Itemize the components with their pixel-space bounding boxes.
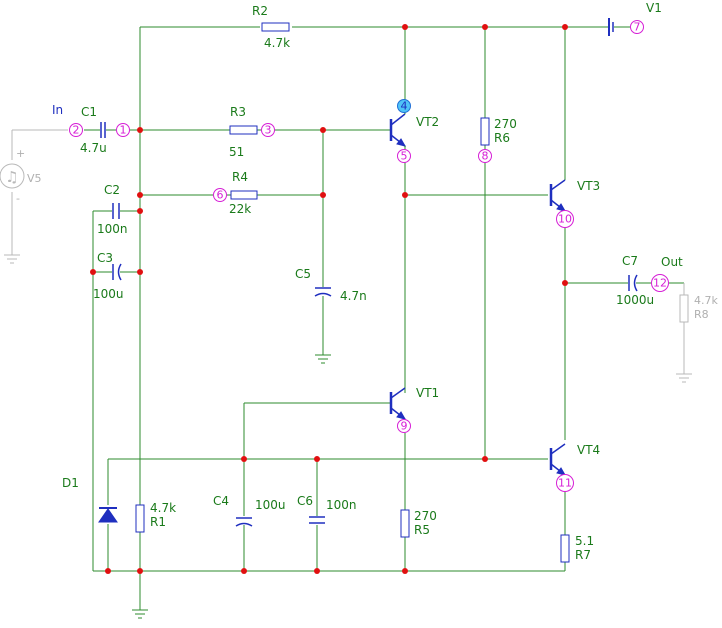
capacitor-c3[interactable]: C3 100u (93, 251, 124, 301)
vt3-ref: VT3 (577, 179, 600, 193)
v5-ref: V5 (27, 172, 42, 185)
c4-ref: C4 (213, 494, 229, 508)
node-9[interactable]: 9 (397, 419, 411, 433)
source-wires (4, 129, 692, 383)
r5-ref: R5 (414, 523, 430, 537)
resistor-r5[interactable]: 270 R5 (400, 509, 437, 538)
d1-ref: D1 (62, 476, 79, 490)
c2-value: 100n (97, 222, 128, 236)
supply-v1[interactable]: V1 (608, 1, 662, 36)
node-2[interactable]: 2 (69, 123, 83, 137)
node-4[interactable]: 4 (397, 99, 411, 113)
c4-value: 100u (255, 498, 286, 512)
ground-symbol (315, 354, 331, 364)
vt1-ref: VT1 (416, 386, 439, 400)
resistor-r2[interactable]: R2 4.7k (252, 4, 290, 50)
svg-text:2: 2 (73, 124, 80, 137)
resistor-r8[interactable]: 4.7k R8 (679, 294, 718, 323)
svg-text:12: 12 (653, 277, 667, 290)
r8-value: 4.7k (694, 294, 718, 307)
r2-ref: R2 (252, 4, 268, 18)
junctions (90, 24, 568, 574)
v5-minus: - (16, 192, 20, 205)
r7-ref: R7 (575, 548, 591, 562)
ground-symbol-main (132, 609, 148, 619)
c7-value: 1000u (616, 293, 654, 307)
c1-value: 4.7u (80, 141, 107, 155)
svg-text:5: 5 (401, 150, 408, 163)
resistor-r7[interactable]: 5.1 R7 (560, 534, 594, 563)
svg-text:1: 1 (120, 124, 127, 137)
node-3[interactable]: 3 (261, 123, 275, 137)
wires (84, 26, 684, 610)
c7-ref: C7 (622, 254, 638, 268)
svg-text:9: 9 (401, 420, 408, 433)
node-7[interactable]: 7 (630, 20, 644, 34)
r2-value: 4.7k (264, 36, 290, 50)
transistor-vt2[interactable]: VT2 (389, 110, 439, 150)
svg-text:3: 3 (265, 124, 272, 137)
transistor-vt4[interactable]: VT4 (549, 443, 600, 476)
v5-plus: + (16, 147, 25, 160)
input-label: In (52, 103, 63, 117)
node-10[interactable]: 10 (556, 210, 574, 228)
r3-ref: R3 (230, 105, 246, 119)
output-label: Out (661, 255, 683, 269)
r6-ref: R6 (494, 131, 510, 145)
capacitor-c7[interactable]: C7 1000u (616, 254, 654, 307)
node-1[interactable]: 1 (116, 123, 130, 137)
c2-ref: C2 (104, 183, 120, 197)
c3-ref: C3 (97, 251, 113, 265)
node-12[interactable]: 12 (651, 274, 669, 292)
svg-text:7: 7 (634, 21, 641, 34)
diode-d1[interactable]: D1 (62, 476, 118, 523)
resistor-r3[interactable]: R3 51 (229, 105, 258, 159)
r1-ref: R1 (150, 515, 166, 529)
capacitor-c1[interactable]: C1 4.7u (80, 105, 107, 155)
vt4-ref: VT4 (577, 443, 600, 457)
r4-value: 22k (229, 202, 251, 216)
node-5[interactable]: 5 (397, 149, 411, 163)
capacitor-c2[interactable]: C2 100n (97, 183, 128, 236)
r1-value: 4.7k (150, 501, 176, 515)
r7-value: 5.1 (575, 534, 594, 548)
r3-value: 51 (229, 145, 244, 159)
transistor-vt3[interactable]: VT3 (549, 179, 600, 212)
c1-ref: C1 (81, 105, 97, 119)
svg-text:6: 6 (217, 189, 224, 202)
transistor-vt1[interactable]: VT1 (389, 386, 439, 420)
r5-value: 270 (414, 509, 437, 523)
c6-ref: C6 (297, 494, 313, 508)
r6-value: 270 (494, 117, 517, 131)
music-note-icon: ♫ (5, 168, 18, 186)
source-v5[interactable]: ♫ + - V5 (0, 147, 42, 205)
resistor-r1[interactable]: 4.7k R1 (135, 501, 176, 533)
node-11[interactable]: 11 (556, 474, 574, 492)
capacitor-c6[interactable]: C6 100n (297, 494, 357, 524)
svg-text:8: 8 (482, 150, 489, 163)
r8-ref: R8 (694, 308, 709, 321)
svg-text:4: 4 (401, 100, 408, 113)
c3-value: 100u (93, 287, 124, 301)
svg-text:10: 10 (558, 213, 572, 226)
v1-ref: V1 (646, 1, 662, 15)
capacitor-c5[interactable]: C5 4.7n (295, 267, 367, 303)
capacitor-c4[interactable]: C4 100u (213, 494, 286, 527)
svg-text:11: 11 (558, 477, 572, 490)
node-8[interactable]: 8 (478, 149, 492, 163)
resistor-r4[interactable]: R4 22k (229, 170, 258, 216)
c6-value: 100n (326, 498, 357, 512)
r4-ref: R4 (232, 170, 248, 184)
node-6[interactable]: 6 (213, 188, 227, 202)
resistor-r6[interactable]: 270 R6 (480, 117, 517, 146)
c5-value: 4.7n (340, 289, 367, 303)
c5-ref: C5 (295, 267, 311, 281)
vt2-ref: VT2 (416, 115, 439, 129)
